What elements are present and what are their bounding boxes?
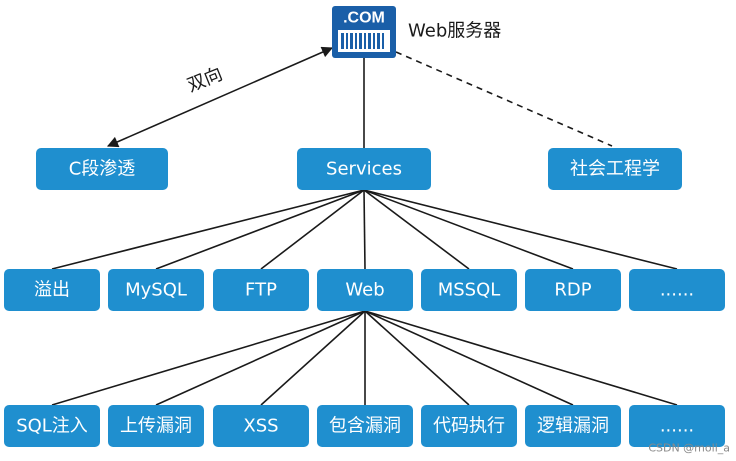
edge-web-to-vulnerability-6 — [364, 310, 678, 406]
service-node-0-label: 溢出 — [34, 280, 70, 301]
service-node-0-box — [4, 269, 100, 311]
service-node-2: FTP — [213, 269, 309, 311]
service-node-1-box — [108, 269, 204, 311]
node-social-engineering-label: 社会工程学 — [570, 159, 660, 180]
service-node-3: Web — [317, 269, 413, 311]
service-node-2-label: FTP — [245, 280, 277, 301]
bidirectional-label: 双向 — [184, 64, 225, 97]
vulnerability-node-2-label: XSS — [243, 416, 278, 437]
server-badge-text: .COM — [343, 10, 385, 27]
service-node-5-box — [525, 269, 621, 311]
service-node-6-label: ...... — [660, 280, 694, 301]
vulnerability-node-5-box — [525, 405, 621, 447]
service-node-3-box — [317, 269, 413, 311]
service-node-1: MySQL — [108, 269, 204, 311]
web-server-label: Web服务器 — [408, 21, 501, 42]
vulnerability-node-2-box — [213, 405, 309, 447]
vulnerability-node-2: XSS — [213, 405, 309, 447]
service-node-0: 溢出 — [4, 269, 100, 311]
edges-layer — [51, 46, 678, 406]
vulnerability-node-6: ...... — [629, 405, 725, 447]
vulnerability-node-3: 包含漏洞 — [317, 405, 413, 447]
services-row: 溢出 MySQL FTP Web MSSQL RDP...... — [4, 269, 725, 311]
edge-services-to-service-6 — [363, 189, 678, 270]
edge-server-social-engineering — [395, 51, 613, 147]
edge-services-to-service-0 — [51, 189, 365, 270]
watermark: CSDN @moli_a — [648, 442, 730, 455]
node-c-segment-label: C段渗透 — [69, 159, 136, 180]
edge-server-c-segment-bidirectional — [106, 46, 334, 148]
edge-web-to-vulnerability-0 — [51, 310, 366, 406]
edge-services-to-service-3 — [363, 189, 366, 270]
service-node-6: ...... — [629, 269, 725, 311]
vulnerability-node-4: 代码执行 — [421, 405, 517, 447]
web-server-node: .COM Web服务器 — [332, 6, 501, 58]
vulnerability-node-3-box — [317, 405, 413, 447]
web-vulnerabilities-row: SQL注入 上传漏洞 XSS 包含漏洞 代码执行 逻辑漏洞...... — [4, 405, 725, 447]
node-services: Services — [297, 148, 431, 190]
edge-web-to-vulnerability-2 — [260, 310, 366, 406]
service-node-4: MSSQL — [421, 269, 517, 311]
edge-web-to-vulnerability-5 — [364, 310, 574, 406]
vulnerability-node-3-label: 包含漏洞 — [329, 416, 401, 437]
vulnerability-node-5: 逻辑漏洞 — [525, 405, 621, 447]
vulnerability-node-0-box — [4, 405, 100, 447]
vulnerability-node-1-box — [108, 405, 204, 447]
service-node-6-box — [629, 269, 725, 311]
edge-services-to-service-1 — [155, 189, 365, 270]
vulnerability-node-4-box — [421, 405, 517, 447]
vulnerability-node-4-label: 代码执行 — [433, 416, 505, 437]
service-node-5: RDP — [525, 269, 621, 311]
service-node-5-label: RDP — [554, 280, 591, 301]
node-services-label: Services — [326, 159, 402, 180]
service-node-4-box — [421, 269, 517, 311]
edge-services-to-service-4 — [363, 189, 470, 270]
node-c-segment: C段渗透 — [36, 148, 168, 190]
vulnerability-node-1: 上传漏洞 — [108, 405, 204, 447]
service-node-3-label: Web — [345, 280, 384, 301]
edge-services-to-service-5 — [363, 189, 574, 270]
vulnerability-node-6-box — [629, 405, 725, 447]
vulnerability-node-6-label: ...... — [660, 416, 694, 437]
service-node-1-label: MySQL — [125, 280, 187, 301]
vulnerability-node-5-label: 逻辑漏洞 — [537, 416, 609, 437]
web-to-vulnerability-nodes-edges — [51, 310, 678, 406]
vulnerability-node-1-label: 上传漏洞 — [120, 416, 192, 437]
edge-web-to-vulnerability-1 — [155, 310, 366, 406]
vulnerability-node-0: SQL注入 — [4, 405, 100, 447]
edge-services-to-service-2 — [260, 189, 365, 270]
server-icon: .COM — [332, 6, 396, 58]
services-to-service-nodes-edges — [51, 189, 678, 270]
node-social-engineering: 社会工程学 — [548, 148, 682, 190]
edge-web-to-vulnerability-4 — [364, 310, 470, 406]
service-node-2-box — [213, 269, 309, 311]
service-node-4-label: MSSQL — [438, 280, 501, 301]
vulnerability-node-0-label: SQL注入 — [16, 416, 88, 437]
